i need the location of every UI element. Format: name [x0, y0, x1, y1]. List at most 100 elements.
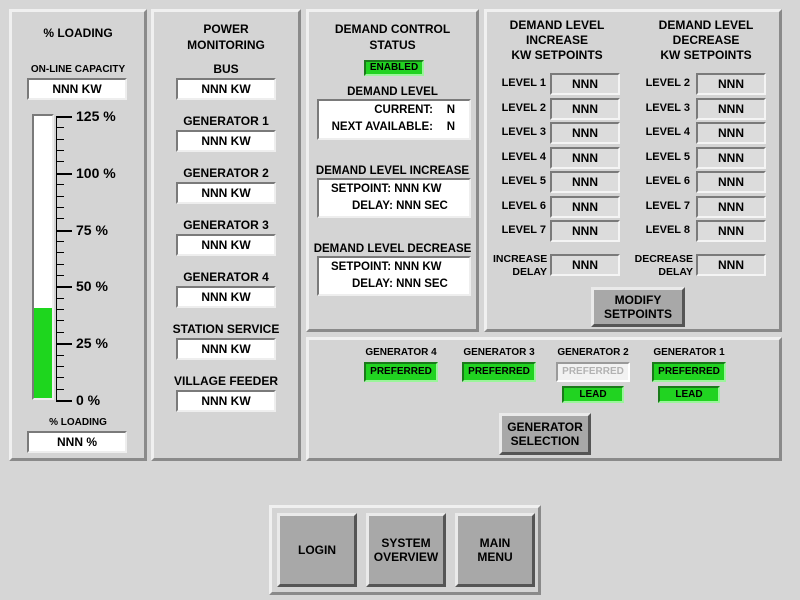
power-item-label: GENERATOR 4	[183, 270, 269, 284]
scale-minor-tick	[56, 150, 64, 151]
main-menu-button[interactable]: MAIN MENU	[455, 513, 535, 587]
loading-bottom-label: % LOADING	[49, 417, 107, 428]
demand-title-line2: STATUS	[369, 38, 416, 52]
scale-minor-tick	[56, 184, 64, 185]
demand-increase-box: SETPOINT: NNN KW DELAY: NNN SEC	[317, 178, 471, 218]
current-level-label: CURRENT:	[374, 104, 433, 116]
generator-unit-name: GENERATOR 1	[653, 347, 725, 358]
setpoints-panel: DEMAND LEVEL INCREASE KW SETPOINTS DEMAN…	[484, 9, 782, 332]
generator-preferred-button[interactable]: PREFERRED	[364, 362, 438, 382]
generator-lead-indicator: LEAD	[562, 386, 624, 403]
increase-level-field[interactable]: NNN	[550, 122, 620, 144]
power-title-line1: POWER	[203, 22, 249, 36]
scale-major-tick	[56, 400, 72, 402]
power-item-value: NNN KW	[176, 234, 276, 256]
next-available-label: NEXT AVAILABLE:	[331, 121, 433, 133]
scale-tick-label: 125 %	[76, 108, 116, 124]
decrease-level-field[interactable]: NNN	[696, 122, 766, 144]
decrease-level-label: LEVEL 5	[645, 150, 690, 163]
generator-unit-name: GENERATOR 3	[463, 347, 535, 358]
increase-setpoint-text: SETPOINT: NNN KW	[331, 183, 442, 195]
increase-level-field[interactable]: NNN	[550, 220, 620, 242]
power-title-line2: MONITORING	[187, 38, 265, 52]
generator-preferred-button[interactable]: PREFERRED	[556, 362, 630, 382]
decrease-setpoints-title-3: KW SETPOINTS	[660, 48, 752, 62]
power-item-label: GENERATOR 1	[183, 114, 269, 128]
modify-setpoints-line2: SETPOINTS	[603, 307, 672, 321]
decrease-level-field[interactable]: NNN	[696, 171, 766, 193]
demand-level-box: CURRENT: N NEXT AVAILABLE: N	[317, 99, 471, 140]
increase-level-label: LEVEL 1	[501, 77, 546, 89]
scale-major-tick	[56, 230, 72, 232]
decrease-delay-label-1: DECREASE	[634, 253, 693, 265]
power-item-value: NNN KW	[176, 130, 276, 152]
power-item-value: NNN KW	[176, 182, 276, 204]
increase-level-label: LEVEL 4	[501, 150, 546, 163]
scale-minor-tick	[56, 377, 64, 378]
system-overview-line2: OVERVIEW	[373, 550, 439, 564]
scale-major-tick	[56, 343, 72, 345]
power-item-value: NNN KW	[176, 286, 276, 308]
decrease-delay-label-2: DELAY	[658, 266, 693, 278]
increase-level-label: LEVEL 5	[501, 175, 546, 187]
generator-preferred-button[interactable]: PREFERRED	[652, 362, 726, 382]
scale-tick-label: 25 %	[76, 335, 108, 351]
increase-level-label: LEVEL 7	[501, 224, 546, 236]
increase-level-field[interactable]: NNN	[550, 146, 620, 169]
decrease-level-label: LEVEL 7	[645, 199, 690, 212]
decrease-level-field[interactable]: NNN	[696, 146, 766, 169]
increase-level-field[interactable]: NNN	[550, 195, 620, 218]
current-level-value: N	[446, 104, 455, 116]
increase-level-field[interactable]: NNN	[550, 73, 620, 95]
decrease-level-label: LEVEL 6	[645, 175, 690, 187]
generator-selection-button[interactable]: GENERATOR SELECTION	[499, 413, 591, 455]
generator-selection-line1: GENERATOR	[507, 420, 583, 434]
modify-setpoints-button[interactable]: MODIFY SETPOINTS	[591, 287, 685, 327]
scale-minor-tick	[56, 207, 64, 208]
decrease-level-label: LEVEL 2	[645, 77, 690, 89]
scale-minor-tick	[56, 366, 64, 367]
decrease-level-field[interactable]: NNN	[696, 220, 766, 242]
scale-tick-label: 0 %	[76, 392, 101, 408]
power-item-value: NNN KW	[176, 338, 276, 360]
decrease-delay-field[interactable]: NNN	[696, 254, 766, 276]
scale-minor-tick	[56, 332, 64, 333]
increase-level-label: LEVEL 3	[501, 126, 546, 138]
increase-setpoints-title-3: KW SETPOINTS	[511, 48, 603, 62]
power-item-label: STATION SERVICE	[172, 322, 280, 336]
generator-preferred-button[interactable]: PREFERRED	[462, 362, 536, 382]
loading-panel: % LOADING ON-LINE CAPACITY NNN KW 125 %1…	[9, 9, 147, 461]
loading-scale-axis	[56, 116, 57, 400]
loading-bar	[32, 114, 54, 400]
modify-setpoints-line1: MODIFY	[614, 293, 662, 307]
scale-minor-tick	[56, 309, 64, 310]
increase-delay-text: DELAY: NNN SEC	[352, 200, 448, 212]
loading-title: % LOADING	[43, 26, 113, 40]
scale-minor-tick	[56, 264, 64, 265]
scale-minor-tick	[56, 139, 64, 140]
system-overview-line1: SYSTEM	[381, 536, 431, 550]
decrease-level-label: LEVEL 3	[645, 101, 690, 114]
login-button[interactable]: LOGIN	[277, 513, 357, 587]
increase-level-label: LEVEL 6	[501, 199, 546, 212]
increase-level-field[interactable]: NNN	[550, 97, 620, 120]
scale-minor-tick	[56, 355, 64, 356]
generator-selection-panel: GENERATOR 4 PREFERRED GENERATOR 3 PREFERRED…	[306, 337, 782, 461]
scale-minor-tick	[56, 320, 64, 321]
generator-unit-name: GENERATOR 4	[365, 347, 437, 358]
decrease-level-field[interactable]: NNN	[696, 97, 766, 120]
power-item-label: GENERATOR 3	[183, 218, 269, 232]
scale-minor-tick	[56, 389, 64, 390]
decrease-level-field[interactable]: NNN	[696, 195, 766, 218]
power-item-value: NNN KW	[176, 390, 276, 412]
decrease-level-field[interactable]: NNN	[696, 73, 766, 95]
demand-title-line1: DEMAND CONTROL	[334, 22, 451, 36]
generator-selection-line2: SELECTION	[510, 434, 580, 448]
increase-delay-field[interactable]: NNN	[550, 254, 620, 276]
system-overview-button[interactable]: SYSTEM OVERVIEW	[366, 513, 446, 587]
main-menu-line2: MENU	[477, 550, 513, 564]
increase-level-field[interactable]: NNN	[550, 171, 620, 193]
demand-status-badge: ENABLED	[364, 60, 424, 76]
scale-tick-label: 50 %	[76, 278, 108, 294]
